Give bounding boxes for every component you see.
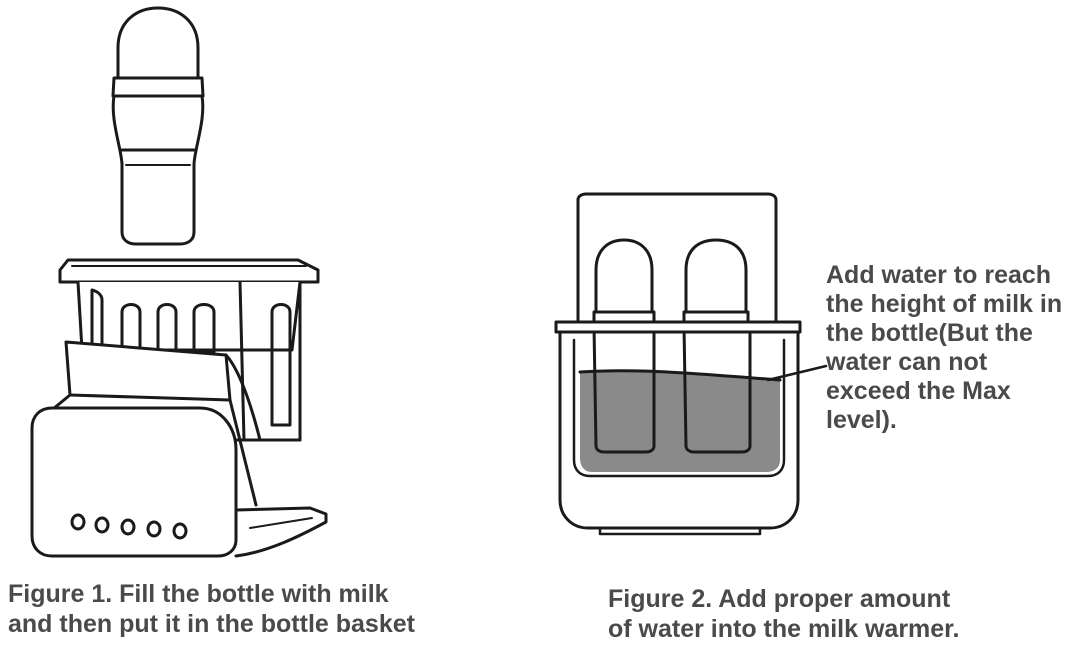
warmer-rim [554,320,802,334]
caption-line: Figure 1. Fill the bottle with milk [8,580,389,608]
figure-1-caption: Figure 1. Fill the bottle with milk and … [8,579,415,639]
figure-1-illustration [30,6,328,558]
callout-leader-line [766,364,828,382]
annotation-line: water can not [826,348,988,376]
water-level [580,370,780,472]
annotation-line: the height of milk in [826,290,1063,318]
annotation-line: exceed the Max [826,377,1011,405]
milk-bottle [111,6,205,246]
caption-line: Figure 2. Add proper amount [608,585,951,613]
annotation-line: the bottle(But the [826,319,1033,347]
water-level-annotation: Add water to reach the height of milk in… [826,261,1062,435]
caption-line: of water into the milk warmer. [608,615,960,643]
bottle-basket [58,258,320,442]
warmer-body [30,340,328,558]
annotation-line: level). [826,406,897,434]
warmer-lid [576,192,778,332]
warmer-bowl [558,330,800,530]
annotation-line: Add water to reach [826,261,1052,289]
figure-2-caption: Figure 2. Add proper amount of water int… [608,584,959,644]
caption-line: and then put it in the bottle basket [8,610,415,638]
figure-2-illustration [554,192,828,536]
